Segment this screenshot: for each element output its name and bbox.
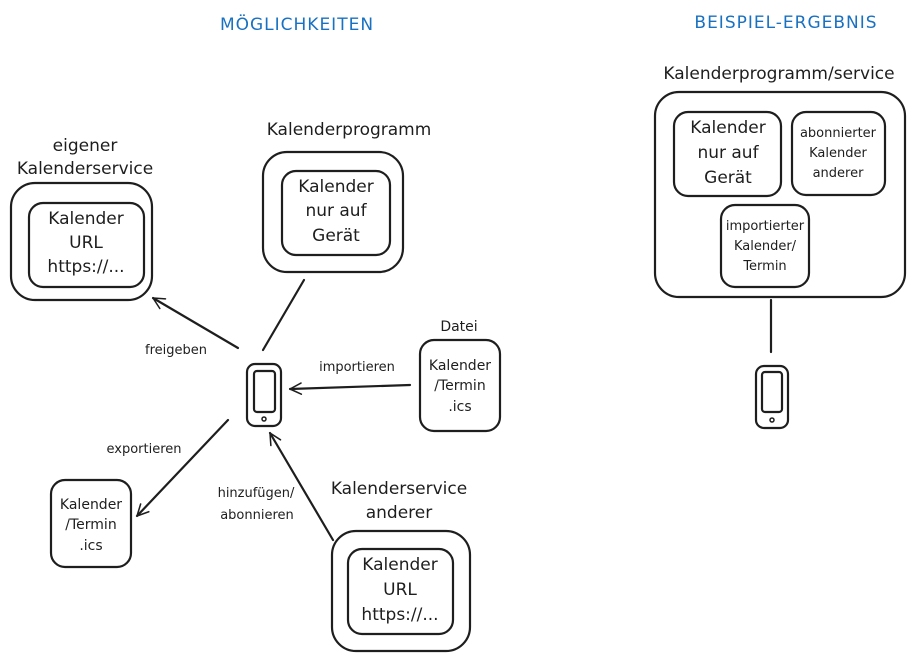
- own-service-calendar-line3: https://...: [47, 257, 124, 277]
- calendar-program-outer-box: [261, 150, 405, 274]
- result-subscribed-calendar-line2: Kalender: [809, 146, 867, 161]
- file-import-source: Datei Kalender /Termin .ics: [418, 319, 502, 433]
- label-import: importieren: [319, 360, 395, 375]
- result-imported-calendar-line3: Termin: [742, 259, 786, 274]
- own-service-heading-line2: Kalenderservice: [17, 159, 153, 179]
- other-service-calendar-line3: https://...: [361, 605, 438, 625]
- own-service-outer-box: [9, 181, 154, 302]
- result-phone-icon: [754, 364, 790, 430]
- other-calendar-service: Kalenderservice anderer Kalender URL htt…: [330, 479, 472, 653]
- other-service-calendar-line2: URL: [383, 580, 417, 600]
- other-service-outer-box: [330, 529, 472, 653]
- file-line1: Kalender: [429, 358, 491, 374]
- other-service-heading-line2: anderer: [366, 503, 433, 523]
- result-heading: Kalenderprogramm/service: [663, 64, 894, 84]
- own-service-calendar-line1: Kalender: [48, 209, 123, 229]
- other-service-heading-line1: Kalenderservice: [331, 479, 467, 499]
- other-service-calendar-line1: Kalender: [362, 555, 437, 575]
- result-local-calendar-line1: Kalender: [690, 118, 765, 138]
- result-imported-calendar-line2: Kalender/: [734, 239, 797, 254]
- calendar-program-calendar-line1: Kalender: [298, 177, 373, 197]
- calendar-program-heading: Kalenderprogramm: [267, 120, 432, 140]
- result-local-calendar-box: [672, 110, 783, 198]
- calendar-program: Kalenderprogramm Kalender nur auf Gerät: [261, 120, 432, 274]
- own-service-calendar-box: [27, 201, 146, 289]
- calendar-program-calendar-box: [280, 169, 392, 257]
- export-file-line2: /Termin: [65, 517, 116, 533]
- label-subscribe-line1: hinzufügen/: [218, 486, 295, 501]
- section-title-example-result: BEISPIEL-ERGEBNIS: [694, 13, 877, 33]
- own-service-heading-line1: eigener: [53, 136, 118, 156]
- result-local-calendar-line3: Gerät: [704, 168, 752, 188]
- result-subscribed-calendar-line1: abonnierter: [800, 126, 877, 141]
- result-outer-box: [653, 90, 907, 299]
- own-calendar-service: eigener Kalenderservice Kalender URL htt…: [9, 136, 154, 302]
- label-subscribe-line2: abonnieren: [220, 508, 294, 523]
- file-line2: /Termin: [434, 378, 485, 394]
- file-heading: Datei: [440, 319, 477, 335]
- result-subscribed-calendar-box: [790, 110, 887, 197]
- label-share: freigeben: [145, 343, 207, 358]
- label-export: exportieren: [106, 442, 181, 457]
- phone-icon: [245, 362, 283, 428]
- connector-phone-to-program: [261, 278, 306, 352]
- file-box: [418, 338, 502, 433]
- arrow-subscribe: [268, 431, 335, 542]
- result-local-calendar-line2: nur auf: [697, 143, 759, 163]
- arrow-share: [151, 296, 240, 350]
- result-imported-calendar-box: [719, 203, 811, 289]
- export-file: Kalender /Termin .ics: [49, 478, 133, 569]
- arrow-import: [288, 382, 412, 395]
- file-line3: .ics: [448, 399, 471, 415]
- own-service-calendar-line2: URL: [69, 233, 103, 253]
- example-result: Kalenderprogramm/service Kalender nur au…: [653, 64, 907, 299]
- export-file-line1: Kalender: [60, 497, 122, 513]
- arrow-export: [135, 418, 230, 518]
- result-imported-calendar-line1: importierter: [726, 219, 805, 234]
- export-file-box: [49, 478, 133, 569]
- result-subscribed-calendar-line3: anderer: [813, 166, 865, 181]
- calendar-program-calendar-line2: nur auf: [305, 201, 367, 221]
- section-title-options: MÖGLICHKEITEN: [220, 13, 374, 35]
- other-service-calendar-box: [346, 547, 455, 636]
- calendar-program-calendar-line3: Gerät: [312, 226, 360, 246]
- export-file-line3: .ics: [79, 538, 102, 554]
